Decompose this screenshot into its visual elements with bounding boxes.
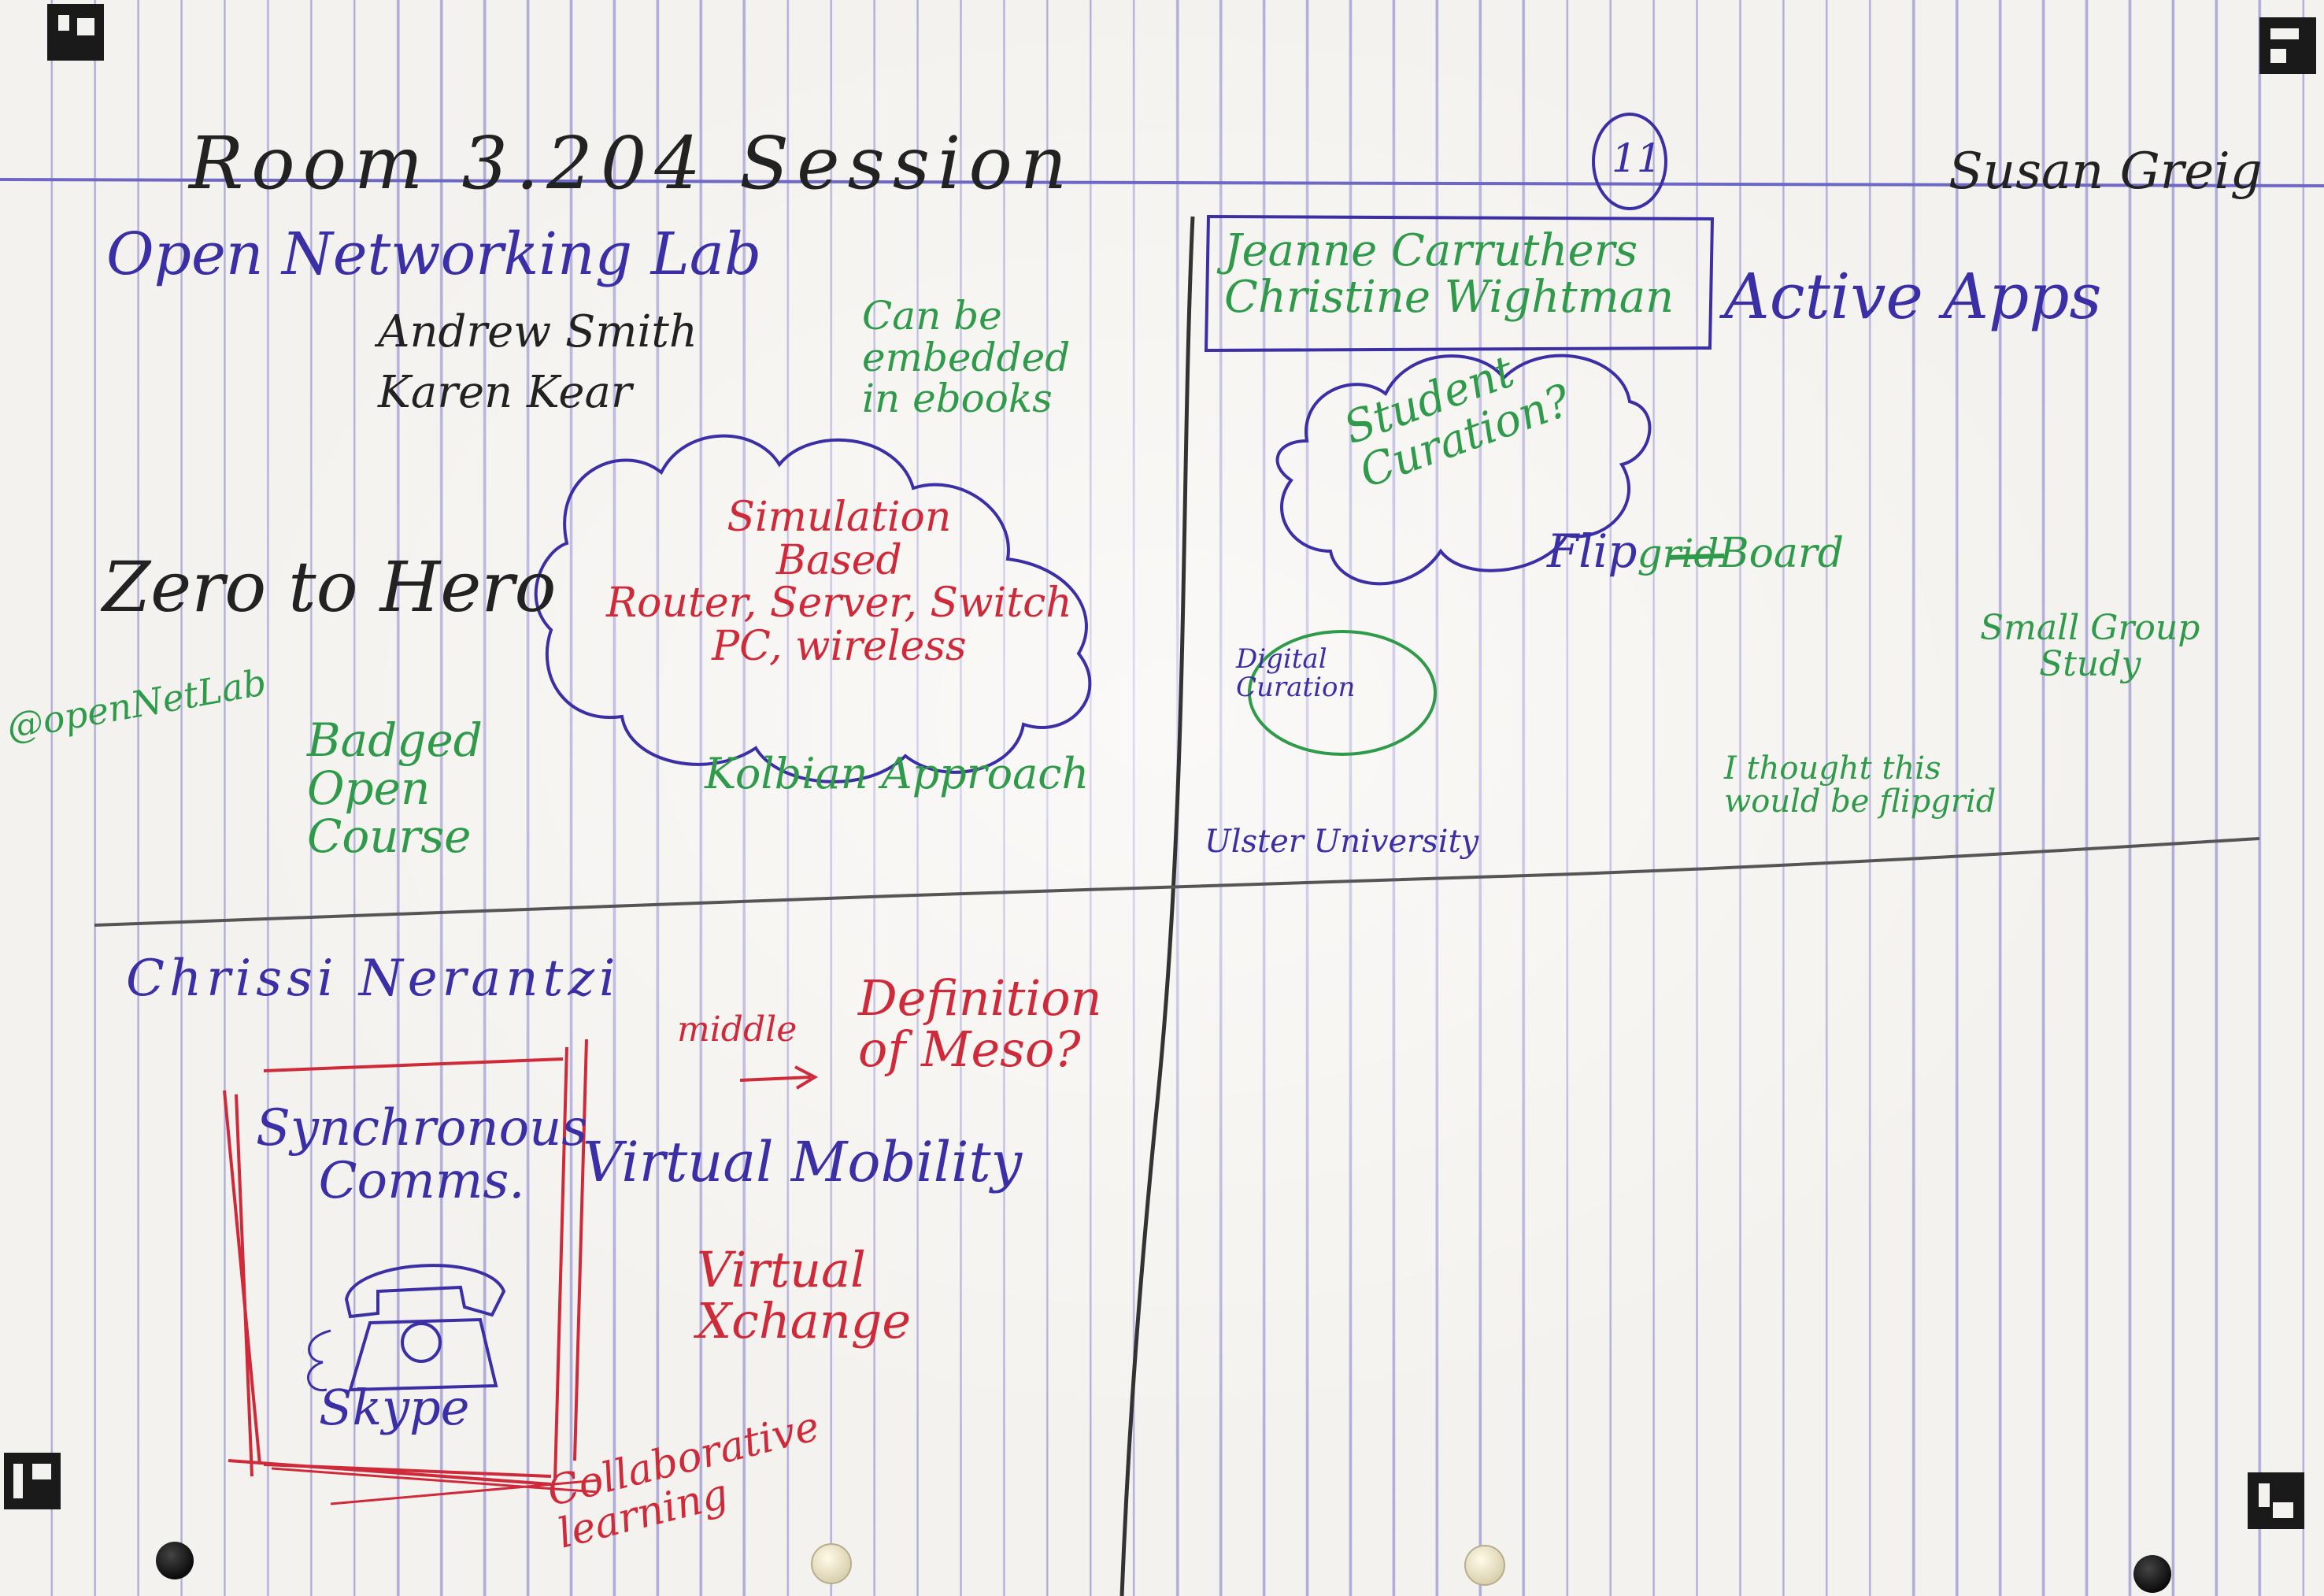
- corner-marker-bottom-left: [4, 1453, 61, 1509]
- telephone-cord: [307, 1329, 331, 1392]
- telephone-dial: [401, 1322, 442, 1363]
- header-rule-line: [0, 178, 2324, 187]
- curation-cloud-outline: [1275, 354, 1652, 586]
- zero-to-hero: Zero to Hero: [102, 546, 557, 628]
- synchronous-red-box: [223, 1039, 588, 1486]
- corner-marker-top-right: [2259, 17, 2316, 74]
- flipgrid-board: FlipgridBoard: [1547, 528, 1844, 576]
- middle-arrow-head: [794, 1065, 819, 1090]
- punch-hole: [811, 1543, 852, 1584]
- kolbian-approach: Kolbian Approach: [705, 749, 1090, 798]
- punch-hole: [1464, 1545, 1505, 1586]
- badged-open-course: Badged Open Course: [307, 713, 483, 863]
- telephone-base: [348, 1317, 498, 1392]
- presenters-box-text: Jeanne Carruthers Christine Wightman: [1224, 225, 1675, 323]
- ulster-university: Ulster University: [1205, 824, 1479, 860]
- virtual-xchange: Virtual Xchange: [697, 1241, 912, 1350]
- flipgrid-thought-note: I thought this would be flipgrid: [1724, 750, 1996, 820]
- simulation-cloud-outline: [534, 434, 1092, 783]
- presenters-box: [1204, 214, 1715, 353]
- flipgrid-strikethrough: [1668, 554, 1725, 560]
- telephone-handset: [344, 1264, 506, 1319]
- author-name: Susan Greig: [1948, 143, 2263, 201]
- corner-marker-bottom-right: [2248, 1472, 2304, 1529]
- definition-of-meso: Definition of Meso?: [858, 969, 1102, 1079]
- small-group-study: Small Group Study: [1980, 608, 2200, 685]
- middle-label: middle: [677, 1009, 797, 1050]
- vertical-divider-line: [1119, 216, 1195, 1596]
- simulation-cloud-text: Simulation Based Router, Server, Switch …: [606, 494, 1072, 670]
- room-session-heading: Room 3.204 Session: [189, 121, 1075, 206]
- presenter-andrew-smith: Andrew Smith: [378, 306, 698, 357]
- punch-hole: [2133, 1555, 2171, 1593]
- flipgrid-struck: grid: [1637, 531, 1719, 576]
- digital-curation-text: Digital Curation: [1236, 643, 1356, 703]
- synchronous-comms: Synchronous Comms.: [256, 1099, 588, 1211]
- page-number-circle: [1592, 113, 1667, 210]
- flipgrid-board-word: Board: [1719, 530, 1845, 577]
- corner-marker-top-left: [47, 4, 104, 61]
- active-apps: Active Apps: [1724, 260, 2102, 333]
- virtual-mobility: Virtual Mobility: [583, 1130, 1023, 1194]
- presenter-karen-kear: Karen Kear: [378, 367, 632, 418]
- punch-hole: [156, 1542, 194, 1579]
- flipgrid-prefix: Flip: [1547, 524, 1638, 578]
- horizontal-divider-line: [94, 837, 2260, 927]
- middle-arrow-line: [739, 1076, 812, 1082]
- skype-label: Skype: [319, 1379, 470, 1436]
- embed-note: Can be embedded in ebooks: [862, 293, 1071, 421]
- page-number: 11: [1612, 135, 1662, 181]
- chrissi-nerantzi: Chrissi Nerantzi: [126, 950, 620, 1008]
- red-box-scribble: [271, 1467, 599, 1505]
- open-networking-lab-title: Open Networking Lab: [106, 220, 762, 288]
- digital-curation-circle: [1248, 630, 1437, 756]
